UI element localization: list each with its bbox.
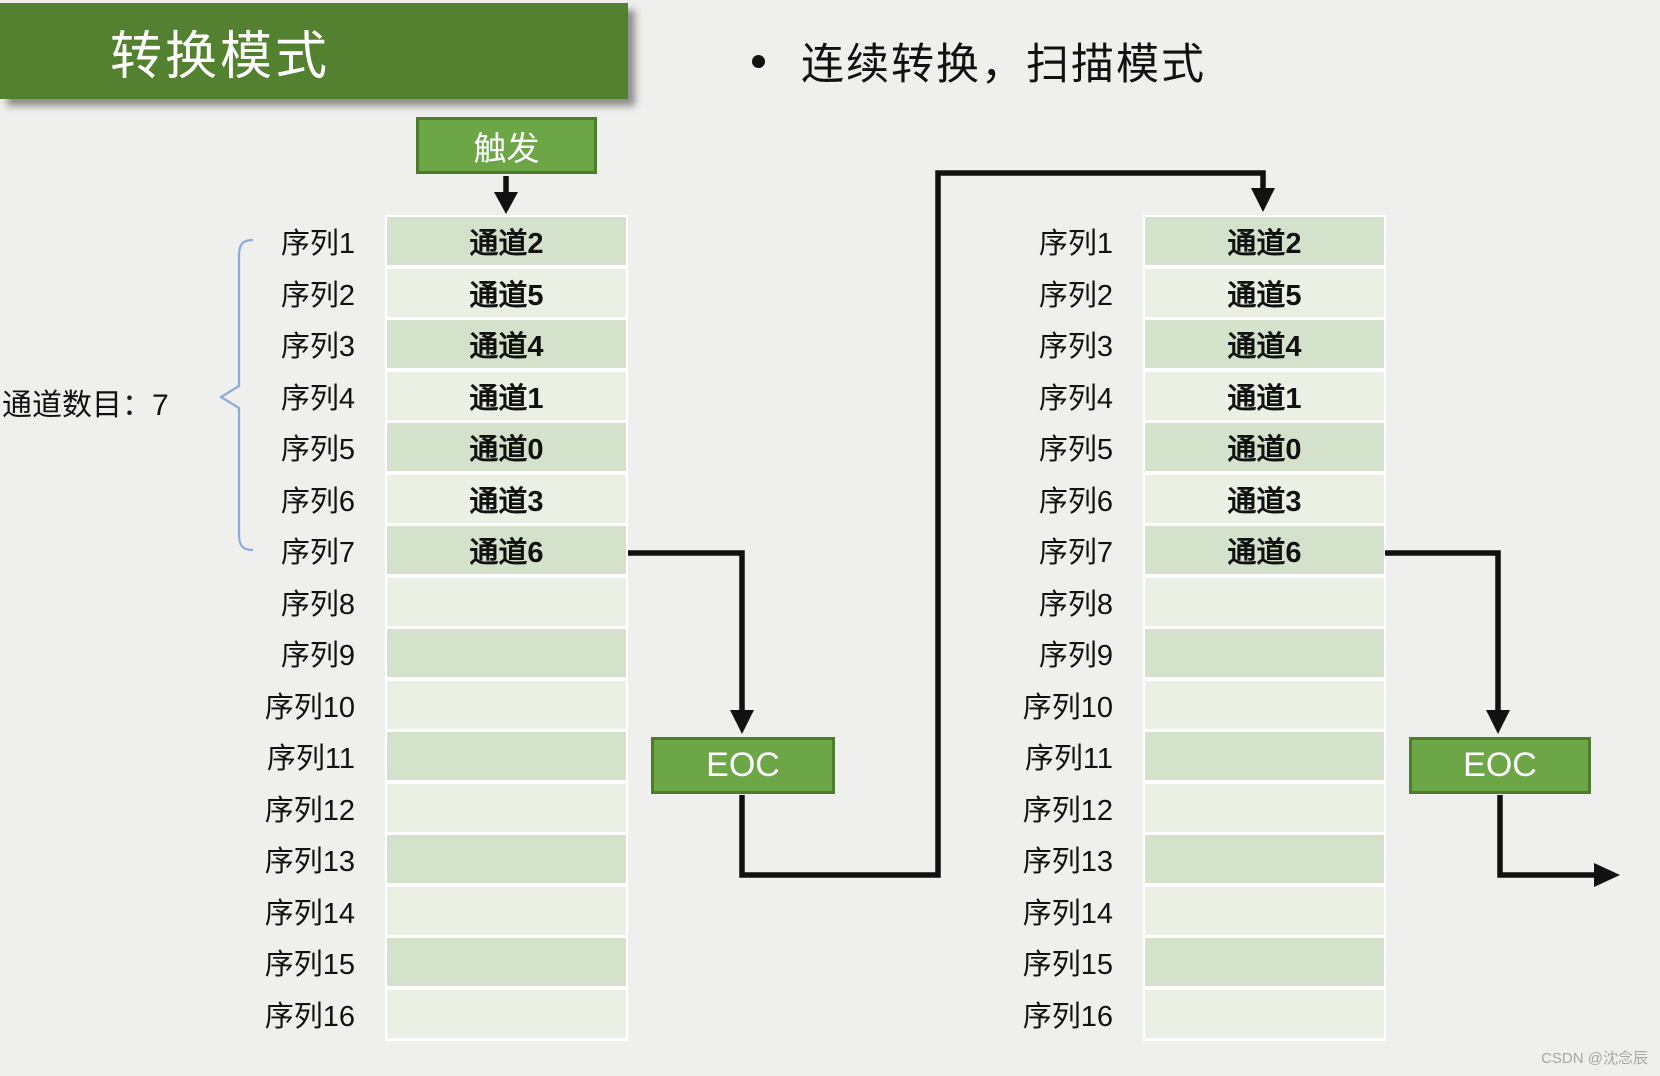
sequence-label: 序列6 — [280, 485, 355, 518]
eoc-right-label: EOC — [1463, 746, 1537, 784]
channel-cell — [1145, 680, 1384, 729]
title-banner: 转换模式 — [0, 3, 628, 99]
channel-cell — [1145, 629, 1384, 677]
sequence-label: 序列15 — [1022, 949, 1113, 981]
left-sequence-labels: 序列1 序列2 序列3 序列4 序列5 序列6 序列7 序列8 序列9 序列10 序列11 序列12 序… — [205, 215, 355, 1041]
sequence-label: 序列16 — [1022, 1000, 1113, 1033]
trigger-arrowhead — [494, 192, 518, 214]
sequence-label: 序列16 — [264, 1000, 355, 1033]
channel-cell: 通道2 — [387, 217, 626, 265]
bullet-text: 连续转换，扫描模式 — [801, 41, 1206, 89]
sequence-label: 序列7 — [1038, 537, 1113, 569]
channel-cell: 通道4 — [387, 320, 626, 368]
sequence-label: 序列12 — [264, 794, 355, 827]
sequence-label: 序列4 — [1038, 382, 1113, 415]
sequence-label: 序列4 — [280, 382, 355, 415]
channel-cell — [387, 783, 626, 832]
channel-cell — [387, 835, 626, 883]
channel-cell: 通道3 — [387, 474, 626, 523]
left-sequence-table: 序列1 序列2 序列3 序列4 序列5 序列6 序列7 序列8 序列9 序列10 序列11 序列12 序… — [205, 215, 628, 1041]
right-table-to-eoc-connector — [1385, 550, 1501, 712]
channel-cell — [1145, 938, 1384, 986]
page-title: 转换模式 — [110, 27, 331, 86]
exit-arrowhead — [1594, 863, 1620, 887]
trigger-box: 触发 — [416, 117, 597, 174]
sequence-label: 序列11 — [1024, 743, 1113, 775]
channel-cell — [387, 577, 626, 626]
sequence-label: 序列14 — [264, 897, 355, 930]
eoc-exit-connector — [1497, 795, 1596, 878]
bullet-dot-icon — [752, 54, 765, 68]
sequence-label: 序列8 — [280, 588, 355, 621]
channel-cell: 通道0 — [1145, 423, 1384, 471]
sequence-label: 序列5 — [280, 434, 355, 466]
sequence-label: 序列13 — [264, 846, 355, 878]
sequence-label: 序列9 — [1038, 640, 1113, 672]
channel-cell: 通道4 — [1145, 320, 1384, 368]
sequence-label: 序列5 — [1038, 434, 1113, 466]
sequence-label: 序列2 — [1038, 279, 1113, 312]
eoc-left-label: EOC — [706, 746, 780, 784]
channel-cell — [387, 886, 626, 935]
channel-cell: 通道1 — [387, 371, 626, 420]
channel-cell: 通道1 — [1145, 371, 1384, 420]
sequence-label: 序列10 — [264, 691, 355, 724]
channel-count-label: 通道数目：7 — [2, 389, 169, 422]
channel-cell — [1145, 835, 1384, 883]
channel-cell — [387, 732, 626, 780]
channel-cell: 通道5 — [387, 268, 626, 317]
sequence-label: 序列13 — [1022, 846, 1113, 878]
sequence-label: 序列15 — [264, 949, 355, 981]
channel-cell — [1145, 783, 1384, 832]
sequence-label: 序列1 — [280, 228, 355, 260]
channel-cell — [387, 989, 626, 1038]
sequence-label: 序列3 — [280, 331, 355, 363]
watermark: CSDN @沈念辰 — [1541, 1050, 1648, 1067]
sequence-label: 序列11 — [266, 743, 355, 775]
sequence-label: 序列7 — [280, 537, 355, 569]
eoc-left-box: EOC — [651, 737, 835, 794]
sequence-label: 序列1 — [1038, 228, 1113, 260]
left-table-to-eoc-connector — [628, 550, 745, 712]
sequence-label: 序列8 — [1038, 588, 1113, 621]
channel-cell — [387, 629, 626, 677]
channel-cell: 通道2 — [1145, 217, 1384, 265]
channel-cell — [1145, 732, 1384, 780]
channel-cell — [1145, 577, 1384, 626]
right-sequence-labels: 序列1 序列2 序列3 序列4 序列5 序列6 序列7 序列8 序列9 序列10 序列11 序列12 序… — [963, 215, 1113, 1041]
channel-cell — [387, 938, 626, 986]
channel-cell — [1145, 989, 1384, 1038]
channel-cell — [1145, 886, 1384, 935]
channel-cell: 通道3 — [1145, 474, 1384, 523]
right-sequence-table: 序列1 序列2 序列3 序列4 序列5 序列6 序列7 序列8 序列9 序列10 序列11 序列12 序… — [963, 215, 1386, 1041]
channel-cell: 通道5 — [1145, 268, 1384, 317]
sequence-label: 序列3 — [1038, 331, 1113, 363]
sequence-label: 序列14 — [1022, 897, 1113, 930]
channel-cell: 通道0 — [387, 423, 626, 471]
sequence-label: 序列2 — [280, 279, 355, 312]
channel-cell: 通道6 — [387, 526, 626, 574]
sequence-label: 序列10 — [1022, 691, 1113, 724]
sequence-label: 序列9 — [280, 640, 355, 672]
channel-cell: 通道6 — [1145, 526, 1384, 574]
left-eoc-arrowhead — [730, 710, 754, 734]
right-eoc-arrowhead — [1486, 710, 1510, 734]
eoc-right-box: EOC — [1409, 737, 1591, 794]
sequence-label: 序列6 — [1038, 485, 1113, 518]
bullet-item: 连续转换，扫描模式 — [752, 30, 1206, 92]
channel-cell — [387, 680, 626, 729]
trigger-label: 触发 — [473, 129, 540, 167]
right-table-arrowhead — [1251, 188, 1275, 212]
sequence-label: 序列12 — [1022, 794, 1113, 827]
